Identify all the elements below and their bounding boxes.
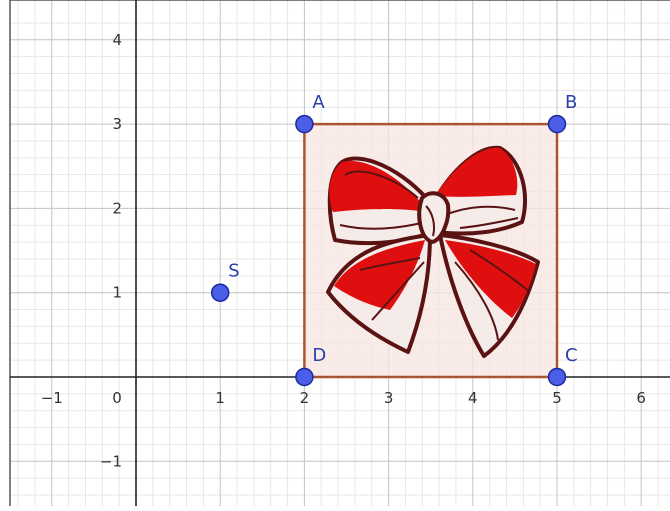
point-d[interactable] bbox=[295, 367, 314, 387]
point-a[interactable] bbox=[295, 114, 314, 134]
x-tick-label: 2 bbox=[300, 389, 310, 407]
y-tick-label: −1 bbox=[100, 452, 122, 470]
x-tick-label: 6 bbox=[636, 389, 646, 407]
point-s[interactable] bbox=[210, 283, 230, 302]
point-label-b: B bbox=[565, 92, 577, 113]
point-c[interactable] bbox=[547, 367, 567, 387]
x-tick-label: 4 bbox=[468, 389, 478, 407]
y-tick-label: 4 bbox=[112, 31, 122, 49]
point-label-d: D bbox=[312, 345, 326, 366]
y-tick-label: 1 bbox=[112, 284, 122, 302]
x-tick-label: 3 bbox=[384, 389, 394, 407]
point-label-a: A bbox=[312, 92, 325, 113]
point-label-s: S bbox=[228, 261, 239, 282]
tick-labels: −1 0 1 2 3 4 5 6 −1 1 2 3 4 bbox=[41, 31, 646, 470]
point-b[interactable] bbox=[547, 114, 567, 134]
point-label-c: C bbox=[565, 345, 578, 366]
points-layer: A B C D S bbox=[210, 92, 578, 387]
y-tick-label: 3 bbox=[112, 115, 122, 133]
x-tick-label: 1 bbox=[215, 389, 225, 407]
y-tick-label: 2 bbox=[112, 199, 122, 217]
x-tick-label: 0 bbox=[112, 389, 122, 407]
bow-icon[interactable] bbox=[326, 145, 540, 358]
x-tick-label: 5 bbox=[552, 389, 562, 407]
x-tick-label: −1 bbox=[41, 389, 63, 407]
